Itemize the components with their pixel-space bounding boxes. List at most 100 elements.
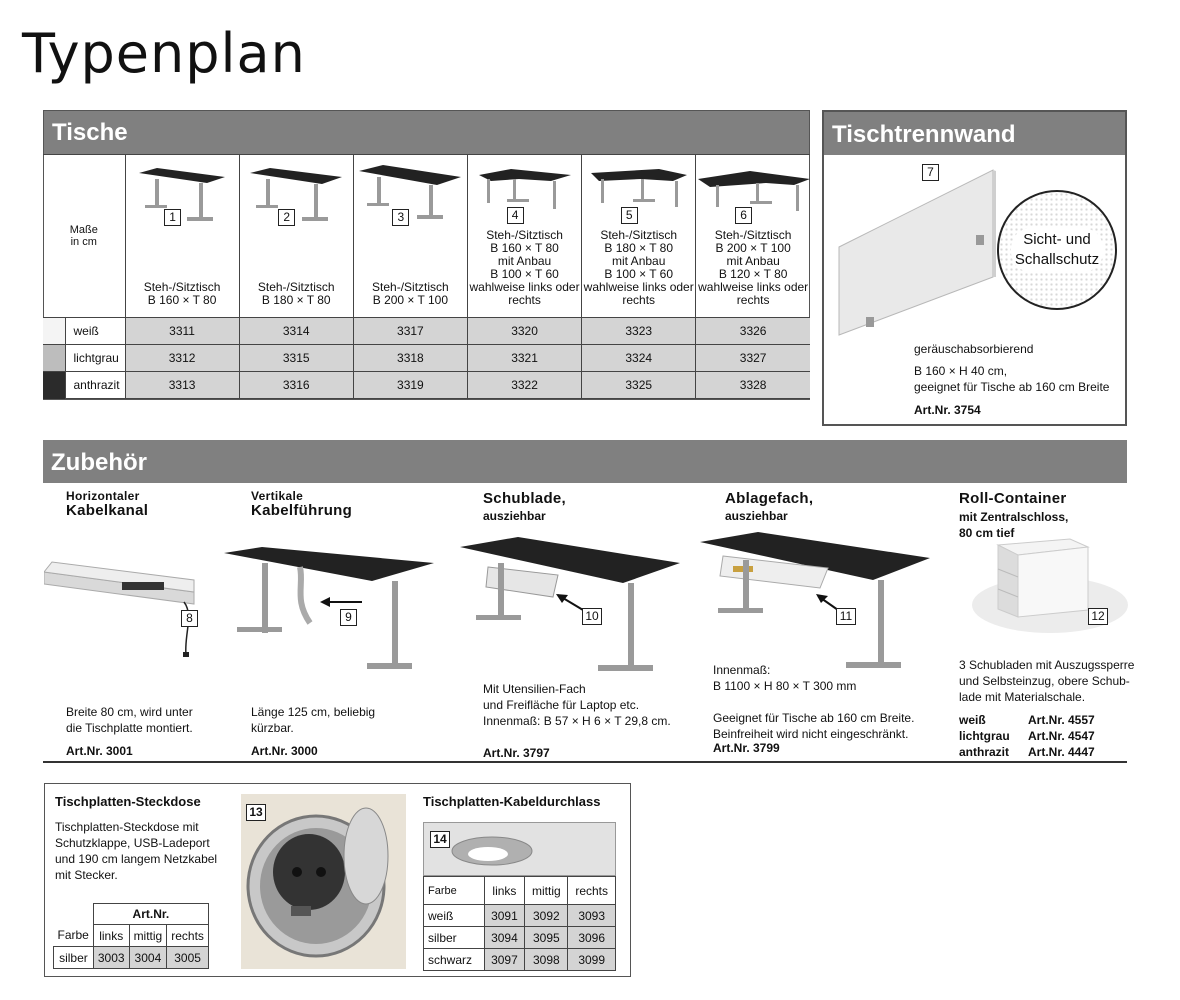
col-header: links — [483, 876, 526, 905]
art-cell: 3319 — [352, 371, 468, 399]
acc-12-text: 3 Schubladen mit Auszugssperre und Selbs… — [959, 658, 1135, 704]
acc-8-heading2: Kabelkanal — [66, 502, 149, 519]
color-cell: silber — [53, 946, 94, 969]
art-cell: 3091 — [483, 904, 526, 927]
product-number-1: 1 — [164, 209, 182, 226]
product-number-7: 7 — [922, 164, 939, 181]
product-number-5: 5 — [620, 207, 638, 224]
art-cell: 3320 — [466, 317, 583, 345]
acc-9-text: Länge 125 cm, beliebig kürzbar. — [251, 705, 376, 735]
art-cell: 3092 — [524, 904, 569, 927]
desk-image-2 — [240, 167, 353, 232]
table-row: schwarz 3097 3098 3099 — [423, 948, 616, 971]
color-cell: schwarz — [423, 948, 485, 971]
product-number-6: 6 — [735, 207, 753, 224]
art-cell: 3314 — [238, 317, 354, 345]
art-cell: 3317 — [352, 317, 468, 345]
art-cell: 3322 — [466, 371, 583, 399]
art-cell: 3327 — [695, 344, 810, 372]
product-desc-1: Steh-/Sitztisch B 160 × T 80 — [143, 280, 221, 307]
product-number-13: 13 — [246, 804, 266, 821]
bottom-panel: Tischplatten-Steckdose Tischplatten-Stec… — [44, 783, 631, 977]
desk-image-6 — [696, 169, 811, 222]
trennwand-line3: geeignet für Tische ab 160 cm Breite — [914, 380, 1110, 394]
art-cell: 3315 — [238, 344, 354, 372]
table-row: weiß 3091 3092 3093 — [423, 904, 616, 927]
acc-12-art-num-1: Art.Nr. 4557 — [1028, 713, 1095, 727]
cable-channel-image — [44, 561, 195, 657]
masse-cell: Maße in cm — [43, 154, 126, 318]
art-cell: 3324 — [581, 344, 697, 372]
art-cell: 3313 — [124, 371, 240, 399]
product-number-12: 12 — [1088, 608, 1108, 625]
acc-9-heading2: Kabelführung — [251, 502, 353, 519]
acc-12-heading1: Roll-Container — [959, 490, 1067, 507]
acc-12-art-color-1: weiß — [959, 713, 986, 727]
acc-10-heading2: ausziehbar — [483, 509, 546, 523]
socket-image — [241, 794, 406, 969]
color-label: lichtgrau — [64, 344, 126, 372]
steckdose-table: Art.Nr. Farbe links mittig rechts silber… — [53, 903, 209, 969]
col-header: mittig — [524, 876, 569, 905]
grommet-image — [423, 822, 616, 876]
acc-8-heading1: Horizontaler — [66, 489, 140, 503]
durchlass-title: Tischplatten-Kabeldurchlass — [423, 794, 601, 809]
art-cell: 3093 — [567, 904, 616, 927]
acc-11-art: Art.Nr. 3799 — [713, 741, 780, 755]
page-title: Typenplan — [22, 22, 306, 85]
acc-9-art: Art.Nr. 3000 — [251, 744, 318, 758]
art-cell: 3311 — [124, 317, 240, 345]
artnr-header: Art.Nr. — [92, 903, 209, 925]
art-cell: 3005 — [166, 946, 209, 969]
product-number-8: 8 — [181, 610, 198, 627]
desk-image-3 — [354, 165, 467, 230]
sound-badge-text: Sicht- und Schallschutz — [1010, 228, 1104, 272]
art-cell: 3094 — [483, 926, 526, 949]
acc-12-art-color-2: lichtgrau — [959, 729, 1010, 743]
desk-image-1 — [126, 167, 239, 232]
art-cell: 3328 — [695, 371, 810, 399]
art-cell: 3316 — [238, 371, 354, 399]
cable-guide-image — [224, 547, 434, 669]
art-cell: 3326 — [695, 317, 810, 345]
trennwand-panel: Tischtrennwand 7 Sicht- und Schallschutz… — [822, 110, 1127, 426]
acc-12-art-color-3: anthrazit — [959, 745, 1010, 759]
col-header: rechts — [567, 876, 616, 905]
product-desc-3: Steh-/Sitztisch B 200 × T 100 — [372, 280, 449, 307]
desk-image-5 — [582, 167, 695, 220]
color-cell: weiß — [423, 904, 485, 927]
durchlass-table: Farbe links mittig rechts weiß 3091 3092… — [423, 876, 616, 971]
color-swatch — [43, 371, 65, 399]
art-cell: 3096 — [567, 926, 616, 949]
product-number-10: 10 — [582, 608, 602, 625]
art-cell: 3097 — [483, 948, 526, 971]
desk-image-4 — [468, 167, 581, 220]
acc-9-heading1: Vertikale — [251, 489, 304, 503]
col-header: mittig — [128, 924, 168, 947]
art-cell: 3003 — [92, 946, 130, 969]
acc-11-heading2: ausziehbar — [725, 509, 788, 523]
shelf-image — [700, 532, 930, 668]
acc-12-art-num-2: Art.Nr. 4547 — [1028, 729, 1095, 743]
art-cell: 3098 — [524, 948, 569, 971]
art-cell: 3095 — [524, 926, 569, 949]
product-desc-6: Steh-/Sitztisch B 200 × T 100 mit Anbau … — [698, 228, 809, 307]
acc-12-art-num-3: Art.Nr. 4447 — [1028, 745, 1095, 759]
acc-8-text: Breite 80 cm, wird unter die Tischplatte… — [66, 705, 193, 735]
acc-12-heading2: mit Zentralschloss, 80 cm tief — [959, 510, 1069, 540]
acc-8-art: Art.Nr. 3001 — [66, 744, 133, 758]
acc-10-heading1: Schublade, — [483, 490, 567, 507]
product-number-4: 4 — [506, 207, 524, 224]
product-number-2: 2 — [278, 209, 296, 226]
product-number-3: 3 — [392, 209, 410, 226]
art-cell: 3318 — [352, 344, 468, 372]
product-desc-2: Steh-/Sitztisch B 180 × T 80 — [257, 280, 335, 307]
